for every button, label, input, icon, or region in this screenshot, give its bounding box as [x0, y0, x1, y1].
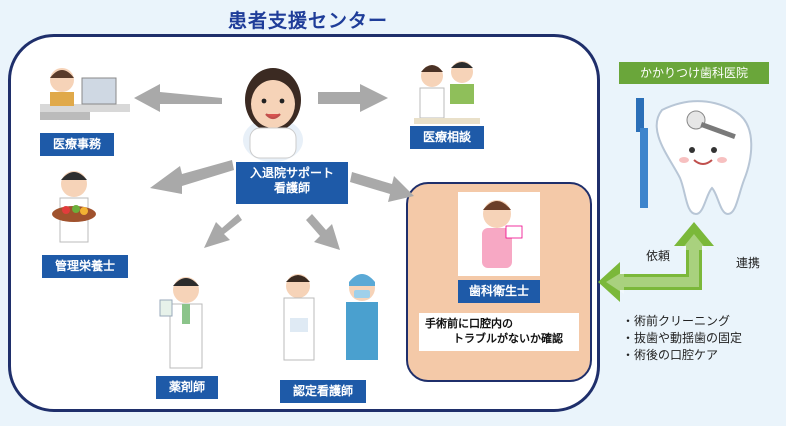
- arrow-to-cert-nurse: [306, 214, 340, 250]
- role-admin-label: 医療事務: [40, 133, 114, 156]
- connector-arrows: [134, 84, 414, 250]
- family-dental-clinic-label: かかりつけ歯科医院: [619, 62, 769, 84]
- request-label: 依頼: [646, 249, 671, 263]
- pharmacist-figure: [159, 277, 203, 369]
- tooth-mascot-figure: [636, 98, 753, 216]
- nutritionist-figure: [52, 171, 96, 243]
- admin-clerk-figure: [40, 68, 130, 120]
- role-pharmacist-label: 薬剤師: [156, 376, 218, 399]
- role-hygienist-label: 歯科衛生士: [458, 280, 540, 303]
- hygienist-note-line2: トラブルがないか確認: [453, 332, 563, 345]
- service-item: ・術後の口腔ケア: [622, 348, 719, 362]
- service-item: ・抜歯や動揺歯の固定: [622, 331, 743, 345]
- center-role-line1: 入退院サポート: [249, 166, 334, 180]
- role-cert-nurse-label: 認定看護師: [280, 380, 366, 403]
- green-link-arrow: [598, 222, 714, 302]
- consultation-figure: [414, 61, 480, 124]
- role-nutrition-label: 管理栄養士: [42, 255, 128, 278]
- arrow-to-consult: [318, 84, 388, 112]
- support-nurse-figure: [243, 68, 303, 162]
- hygienist-note-line1: 手術前に口腔内の: [425, 317, 513, 330]
- arrow-to-nutrition: [150, 160, 234, 194]
- hygienist-note: 手術前に口腔内の トラブルがないか確認: [419, 313, 579, 351]
- arrow-to-admin: [134, 84, 222, 112]
- page-title: 患者支援センター: [228, 10, 389, 32]
- center-role-line2: 看護師: [273, 181, 310, 195]
- certified-nurses-figure: [283, 274, 378, 361]
- role-consult-label: 医療相談: [410, 126, 484, 149]
- hygienist-figure: [458, 192, 540, 276]
- dental-services-list: ・術前クリーニング ・抜歯や動揺歯の固定 ・術後の口腔ケア: [622, 313, 742, 364]
- service-item: ・術前クリーニング: [622, 314, 731, 328]
- arrow-to-hygienist: [350, 172, 414, 202]
- center-role-label: 入退院サポート 看護師: [236, 162, 348, 204]
- arrow-to-pharmacist: [204, 214, 242, 248]
- cooperate-label: 連携: [736, 256, 761, 270]
